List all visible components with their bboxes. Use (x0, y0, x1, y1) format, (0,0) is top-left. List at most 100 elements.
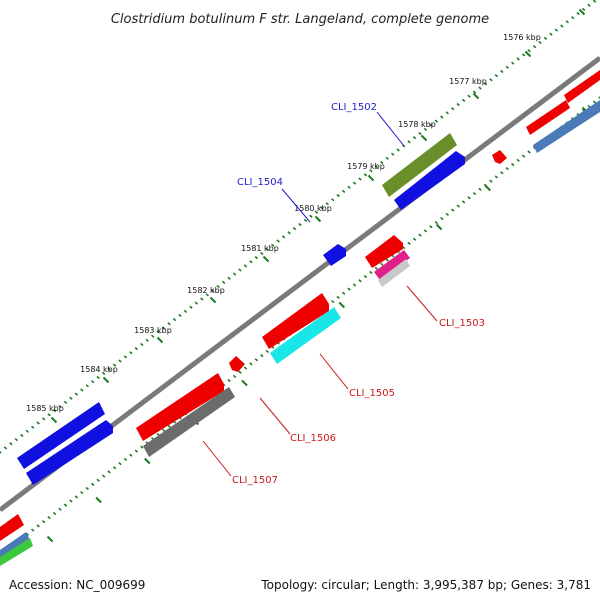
tick-mark (554, 28, 559, 32)
tick-mark (429, 225, 433, 229)
tick-mark (581, 7, 586, 12)
gene-label-cli-1504[interactable]: CLI_1504 (237, 177, 283, 188)
tick-mark (134, 449, 139, 453)
feature-red-bottom[interactable] (0, 514, 24, 541)
tick-mark (451, 107, 455, 111)
tick-mark (314, 210, 319, 214)
tick-mark (484, 184, 491, 192)
features (0, 70, 600, 566)
tick-label: 1582 kbp (187, 286, 225, 295)
tick-mark (9, 442, 13, 446)
gene-label-cli-1507[interactable]: CLI_1507 (232, 475, 278, 486)
feature-blue-1[interactable] (394, 151, 465, 210)
feature-steel-top[interactable] (533, 100, 600, 153)
tick-mark (47, 413, 51, 417)
feature-green-bottom[interactable] (0, 538, 33, 566)
tick-mark (303, 218, 308, 222)
tick-mark (338, 301, 346, 309)
tick-mark (211, 289, 215, 293)
feature-red-top-1[interactable] (526, 100, 570, 135)
feature-red-4[interactable] (136, 373, 224, 441)
gene-label-cli-1503[interactable]: CLI_1503 (439, 318, 485, 329)
tick-mark (0, 450, 2, 454)
tick-mark (134, 346, 139, 351)
tick-mark (341, 291, 346, 295)
tick-mark (456, 102, 460, 107)
tick-mark (418, 131, 422, 136)
tick-mark (96, 478, 100, 482)
feature-red-2[interactable] (365, 235, 403, 268)
tick-mark (63, 503, 68, 507)
feature-cli-1507[interactable] (143, 387, 235, 457)
feature-cli-1503-shadow (378, 259, 410, 287)
tick-mark (445, 212, 449, 216)
tick-mark (440, 115, 444, 119)
tick-mark (367, 174, 375, 182)
tick-mark (331, 299, 335, 304)
tick-mark (46, 535, 54, 543)
feature-cli-1502[interactable] (382, 133, 457, 197)
tick-mark (309, 214, 313, 218)
accession-text: Accession: NC_009699 (9, 578, 146, 592)
tick-mark (380, 160, 384, 165)
tick-mark (36, 524, 40, 528)
tick-mark (592, 100, 597, 104)
feature-blue-3[interactable] (26, 420, 113, 485)
feature-cli-1503[interactable] (374, 250, 410, 280)
tick-mark (123, 457, 128, 462)
tick-mark (516, 158, 520, 162)
tick-mark (129, 351, 133, 355)
tick-mark (287, 231, 291, 235)
tick-mark (74, 392, 79, 396)
tick-mark (112, 466, 117, 470)
tick-mark (167, 424, 171, 428)
tick-mark (358, 177, 362, 181)
tick-mark (461, 200, 466, 204)
tick-mark (385, 258, 389, 262)
feature-red-top-2[interactable] (564, 70, 600, 103)
tick-mark (358, 279, 362, 283)
feature-red-small-1[interactable] (492, 150, 507, 164)
tick-mark (363, 173, 368, 177)
tick-mark (467, 196, 471, 200)
feature-cli-1505[interactable] (270, 307, 341, 364)
tick-mark (363, 275, 368, 279)
feature-cli-1506[interactable] (229, 356, 245, 372)
tick-mark (483, 82, 488, 86)
feature-blue-2[interactable] (17, 402, 105, 469)
gene-label-cli-1505[interactable]: CLI_1505 (349, 388, 395, 399)
gene-label-cli-1506[interactable]: CLI_1506 (290, 433, 336, 444)
tick-mark (549, 32, 553, 36)
tick-mark (178, 313, 182, 318)
tick-mark (249, 362, 253, 366)
tick-mark (565, 20, 569, 24)
tick-mark (374, 164, 379, 169)
tick-mark (145, 338, 149, 342)
tick-mark (592, 0, 597, 3)
feature-red-3[interactable] (262, 293, 329, 349)
tick-mark (189, 305, 193, 309)
tick-mark (232, 272, 237, 276)
tick-mark (69, 499, 73, 503)
tick-mark (254, 358, 259, 362)
tick-mark (140, 342, 144, 347)
tick-mark (521, 154, 526, 158)
tick-mark (101, 371, 106, 376)
tick-mark (380, 262, 384, 266)
tick-mark (91, 380, 95, 384)
gene-label-cli-1502[interactable]: CLI_1502 (331, 102, 377, 113)
tick-mark (456, 204, 460, 208)
tick-mark (243, 264, 248, 268)
tick-mark (434, 119, 439, 123)
tick-mark (91, 482, 95, 486)
tick-mark (505, 65, 509, 69)
tick-mark (156, 330, 160, 334)
tick-mark (461, 98, 466, 103)
tick-mark (543, 36, 548, 40)
tick-mark (262, 255, 270, 263)
tick-mark (95, 496, 102, 504)
tick-mark (527, 150, 531, 154)
feature-cli-1504[interactable] (323, 244, 346, 266)
